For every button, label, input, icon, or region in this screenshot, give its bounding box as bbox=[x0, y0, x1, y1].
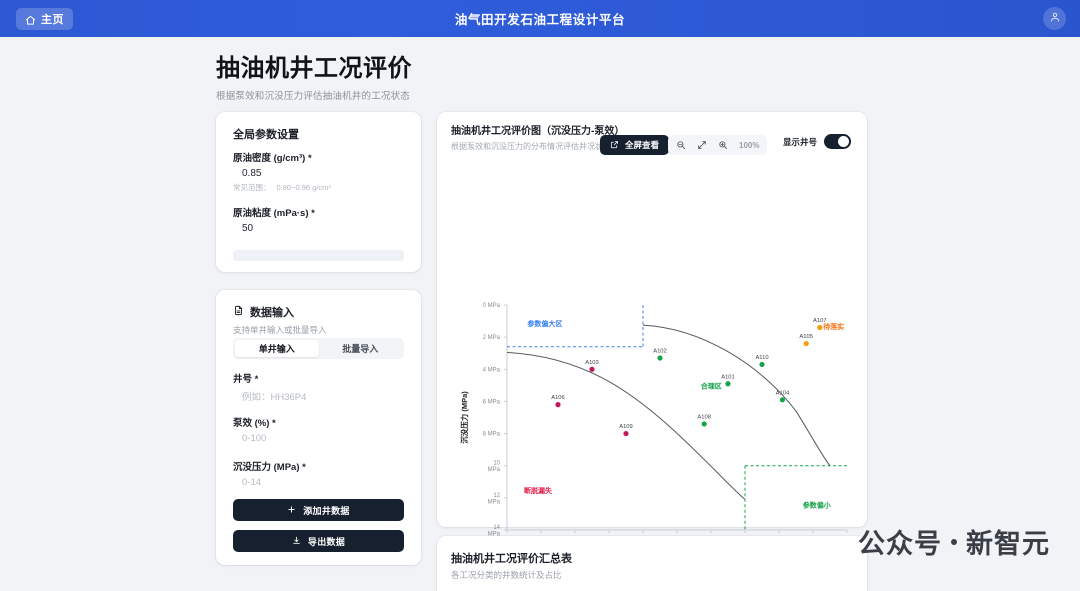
user-account-button[interactable] bbox=[1043, 7, 1066, 30]
show-well-labels-toggle[interactable] bbox=[824, 134, 852, 149]
export-data-button[interactable]: 导出数据 bbox=[233, 530, 404, 552]
data-point-label: A108 bbox=[697, 414, 711, 420]
data-point-label: A101 bbox=[721, 374, 735, 380]
zoom-in-icon[interactable] bbox=[718, 140, 728, 150]
chart-subtitle: 根据泵效和沉没压力的分布情况评估井况状态 bbox=[451, 142, 611, 151]
zoom-controls: 100% bbox=[668, 135, 768, 155]
oil-density-input[interactable]: 0.85 bbox=[242, 168, 262, 179]
summary-table-card: 抽油机井工况评价汇总表 各工况分类的井数统计及占比 bbox=[437, 536, 867, 591]
pump-efficiency-input[interactable]: 0-100 bbox=[242, 433, 267, 444]
show-well-labels-label: 显示井号 bbox=[783, 136, 818, 147]
data-point[interactable]: A105 bbox=[799, 334, 813, 347]
region-annotation: 断脱漏失 bbox=[524, 486, 553, 495]
watermark-dot bbox=[951, 538, 957, 545]
data-point-label: A106 bbox=[551, 395, 565, 401]
region-annotation: 参数偏小 bbox=[803, 501, 831, 510]
top-navigation-bar: 主页 油气田开发石油工程设计平台 bbox=[0, 0, 1080, 37]
svg-text:10: 10 bbox=[493, 461, 500, 467]
data-point-label: A103 bbox=[585, 360, 599, 366]
expand-arrows-icon[interactable] bbox=[697, 140, 707, 150]
region-annotation: 合理区 bbox=[700, 382, 722, 391]
region-annotation: 待落实 bbox=[823, 322, 844, 331]
fullscreen-button[interactable]: 全屏查看 bbox=[600, 135, 670, 155]
svg-text:0 MPa: 0 MPa bbox=[483, 303, 501, 309]
document-icon bbox=[233, 303, 244, 321]
summary-table-subtitle: 各工况分类的井数统计及占比 bbox=[451, 570, 562, 580]
export-data-label: 导出数据 bbox=[307, 536, 346, 547]
home-button-label: 主页 bbox=[41, 13, 64, 26]
pump-efficiency-label: 泵效 (%) * bbox=[233, 418, 276, 429]
zoom-out-icon[interactable] bbox=[676, 140, 686, 150]
platform-title: 油气田开发石油工程设计平台 bbox=[454, 13, 626, 27]
data-point-label: A102 bbox=[653, 349, 667, 355]
tab-batch-import[interactable]: 批量导入 bbox=[342, 344, 379, 354]
zoom-level-label: 100% bbox=[739, 140, 760, 150]
data-point[interactable]: A108 bbox=[697, 414, 711, 427]
density-hint-range: 0.80~0.96 g/cm³ bbox=[276, 183, 331, 192]
user-icon bbox=[1049, 10, 1061, 28]
submergence-pressure-input[interactable]: 0-14 bbox=[242, 477, 262, 488]
watermark: 公众号 新智元 bbox=[858, 522, 1050, 561]
svg-text:MPa: MPa bbox=[488, 532, 501, 538]
data-point-label: A109 bbox=[619, 424, 633, 430]
external-link-icon bbox=[610, 140, 619, 151]
add-well-data-button[interactable]: 添加井数据 bbox=[233, 499, 404, 521]
data-point[interactable]: A110 bbox=[755, 355, 769, 368]
data-input-card: 数据输入 支持单井输入或批量导入 单井输入 批量导入 井号 * 例如：HH36P… bbox=[216, 290, 421, 565]
fullscreen-button-label: 全屏查看 bbox=[625, 140, 660, 150]
data-point[interactable]: A104 bbox=[776, 390, 790, 403]
home-icon bbox=[25, 13, 36, 25]
oil-viscosity-input[interactable]: 50 bbox=[242, 223, 254, 234]
data-input-subtitle: 支持单井输入或批量导入 bbox=[233, 325, 327, 335]
page-subtitle: 根据泵效和沉没压力评估抽油机井的工况状态 bbox=[216, 91, 411, 102]
data-point-label: A104 bbox=[776, 390, 790, 396]
data-point[interactable]: A102 bbox=[653, 349, 667, 361]
watermark-right: 新智元 bbox=[966, 529, 1050, 559]
download-icon bbox=[292, 536, 301, 547]
input-mode-tabs: 单井输入 批量导入 bbox=[233, 338, 404, 359]
svg-text:12: 12 bbox=[493, 493, 500, 499]
oil-density-label: 原油密度 (g/cm³) * bbox=[233, 153, 312, 164]
data-point-label: A110 bbox=[755, 355, 768, 361]
svg-text:6 MPa: 6 MPa bbox=[483, 399, 501, 405]
chart-card: 抽油机井工况评价图（沉没压力-泵效） 根据泵效和沉没压力的分布情况评估井况状态 … bbox=[437, 112, 867, 591]
svg-text:4 MPa: 4 MPa bbox=[483, 367, 501, 373]
params-placeholder-bar bbox=[233, 250, 404, 261]
data-point[interactable]: A101 bbox=[721, 374, 735, 387]
chart-title: 抽油机井工况评价图（沉没压力-泵效） bbox=[451, 126, 625, 137]
data-point[interactable]: A109 bbox=[619, 424, 633, 437]
density-hint-label: 常见范围： bbox=[233, 183, 271, 192]
data-point-label: A105 bbox=[799, 334, 813, 340]
data-point-label: A107 bbox=[813, 318, 827, 324]
svg-text:沉没压力 (MPa): 沉没压力 (MPa) bbox=[459, 391, 469, 444]
global-params-title: 全局参数设置 bbox=[233, 129, 299, 141]
summary-table-title: 抽油机井工况评价汇总表 bbox=[451, 553, 572, 565]
page-header: 抽油机井工况评价 根据泵效和沉没压力评估抽油机井的工况状态 bbox=[216, 48, 412, 102]
plus-icon bbox=[287, 505, 296, 516]
region-annotation: 参数偏大区 bbox=[527, 319, 562, 328]
submergence-pressure-label: 沉没压力 (MPa) * bbox=[233, 462, 306, 473]
oil-viscosity-label: 原油粘度 (mPa·s) * bbox=[233, 208, 315, 219]
watermark-left: 公众号 bbox=[858, 529, 942, 559]
page-title: 抽油机井工况评价 bbox=[216, 55, 412, 82]
svg-text:8 MPa: 8 MPa bbox=[483, 432, 501, 438]
chart-header: 抽油机井工况评价图（沉没压力-泵效） 根据泵效和沉没压力的分布情况评估井况状态 bbox=[451, 125, 631, 153]
svg-text:MPa: MPa bbox=[488, 467, 501, 473]
toggle-knob bbox=[838, 136, 850, 147]
svg-text:14: 14 bbox=[493, 525, 500, 531]
show-well-labels-control: 显示井号 bbox=[783, 134, 852, 149]
data-point[interactable]: A107 bbox=[813, 318, 827, 331]
add-well-data-label: 添加井数据 bbox=[303, 505, 350, 516]
home-button[interactable]: 主页 bbox=[16, 7, 73, 30]
well-number-label: 井号 * bbox=[233, 374, 259, 385]
data-point[interactable]: A106 bbox=[551, 395, 565, 408]
data-input-title: 数据输入 bbox=[250, 307, 294, 319]
svg-text:2 MPa: 2 MPa bbox=[483, 335, 501, 341]
data-point[interactable]: A103 bbox=[585, 360, 599, 372]
tab-single-well[interactable]: 单井输入 bbox=[235, 340, 319, 357]
well-number-input[interactable]: 例如：HH36P4 bbox=[242, 392, 307, 403]
global-params-card: 全局参数设置 原油密度 (g/cm³) * 0.85 常见范围： 0.80~0.… bbox=[216, 112, 421, 272]
svg-text:MPa: MPa bbox=[488, 499, 501, 505]
